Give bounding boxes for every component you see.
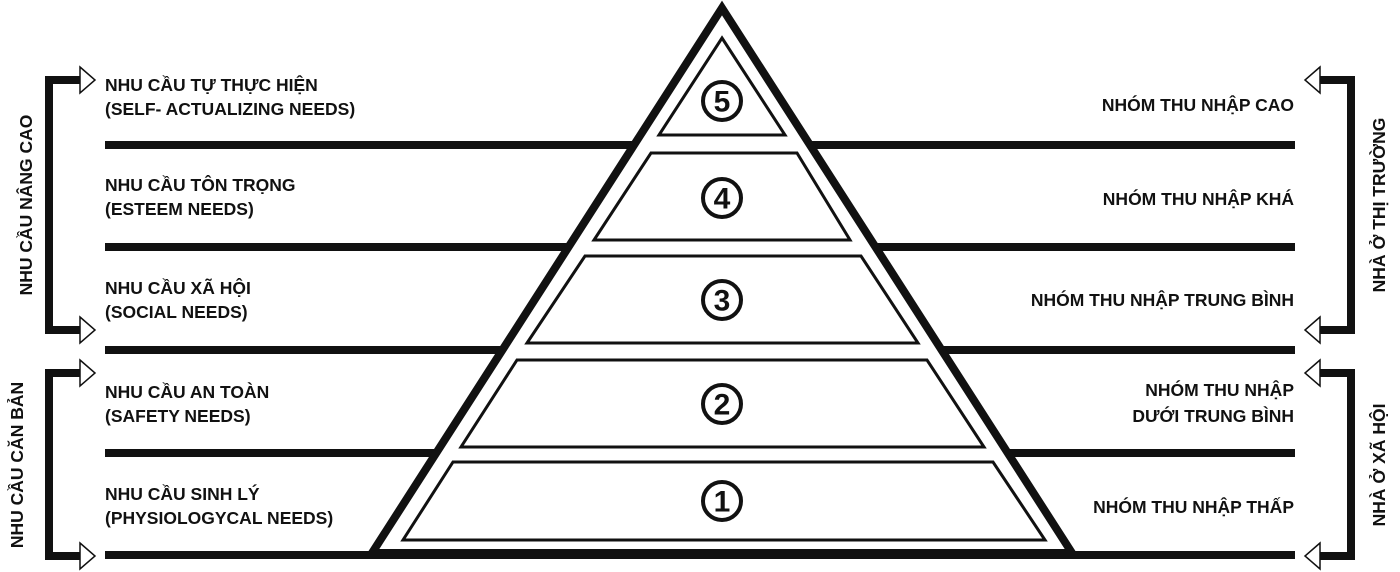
left-bracket-advanced: NHU CẦU NÂNG CAO (15, 65, 97, 345)
level-5-badge: 5 (701, 80, 743, 122)
group-label: NHÀ Ở XÃ HỘI (1368, 404, 1389, 527)
arrow-right-icon (79, 541, 97, 571)
group-label: NHU CẦU NÂNG CAO (15, 115, 36, 296)
need-label-en: (PHYSIOLOGYCAL NEEDS) (105, 508, 333, 528)
arrow-left-icon (1303, 65, 1321, 95)
need-label-en: (SAFETY NEEDS) (105, 406, 251, 426)
arrow-left-icon (1303, 541, 1321, 571)
need-label: NHU CẦU XÃ HỘI (105, 277, 251, 298)
level-number: 3 (714, 285, 731, 318)
level-number: 5 (714, 86, 731, 119)
need-label: NHU CẦU SINH LÝ (105, 483, 260, 504)
arrow-right-icon (79, 65, 97, 95)
group-label: NHU CẦU CĂN BẢN (6, 382, 27, 548)
arrow-right-icon (79, 315, 97, 345)
income-label: NHÓM THU NHẬP (1145, 379, 1294, 400)
need-label: NHU CẦU TỰ THỰC HIỆN (105, 74, 318, 95)
level-number: 2 (714, 389, 731, 422)
right-bracket-market: NHÀ Ở THỊ TRƯỜNG (1303, 65, 1389, 345)
need-label: NHU CẦU AN TOÀN (105, 381, 269, 402)
income-label: DƯỚI TRUNG BÌNH (1132, 405, 1294, 426)
need-label-en: (SOCIAL NEEDS) (105, 302, 248, 322)
income-labels: NHÓM THU NHẬP CAO NHÓM THU NHẬP KHÁ NHÓM… (1031, 94, 1295, 517)
need-label-en: (SELF- ACTUALIZING NEEDS) (105, 99, 355, 119)
income-label: NHÓM THU NHẬP KHÁ (1103, 188, 1295, 209)
level-numbers: 5 4 3 2 1 (701, 80, 743, 522)
level-number: 1 (714, 486, 731, 519)
need-labels: NHU CẦU TỰ THỰC HIỆN (SELF- ACTUALIZING … (105, 74, 355, 528)
level-4-badge: 4 (701, 177, 743, 219)
need-label-en: (ESTEEM NEEDS) (105, 199, 254, 219)
arrow-left-icon (1303, 315, 1321, 345)
arrow-left-icon (1303, 358, 1321, 388)
level-number: 4 (714, 183, 731, 216)
level-2-badge: 2 (701, 383, 743, 425)
need-label: NHU CẦU TÔN TRỌNG (105, 174, 296, 195)
income-label: NHÓM THU NHẬP CAO (1102, 94, 1294, 115)
income-label: NHÓM THU NHẬP THẤP (1093, 496, 1294, 517)
arrow-right-icon (79, 358, 97, 388)
group-label: NHÀ Ở THỊ TRƯỜNG (1368, 118, 1389, 293)
level-1-badge: 1 (701, 480, 743, 522)
level-3-badge: 3 (701, 279, 743, 321)
right-bracket-social: NHÀ Ở XÃ HỘI (1303, 358, 1389, 571)
income-label: NHÓM THU NHẬP TRUNG BÌNH (1031, 289, 1294, 310)
left-bracket-basic: NHU CẦU CĂN BẢN (6, 358, 97, 571)
